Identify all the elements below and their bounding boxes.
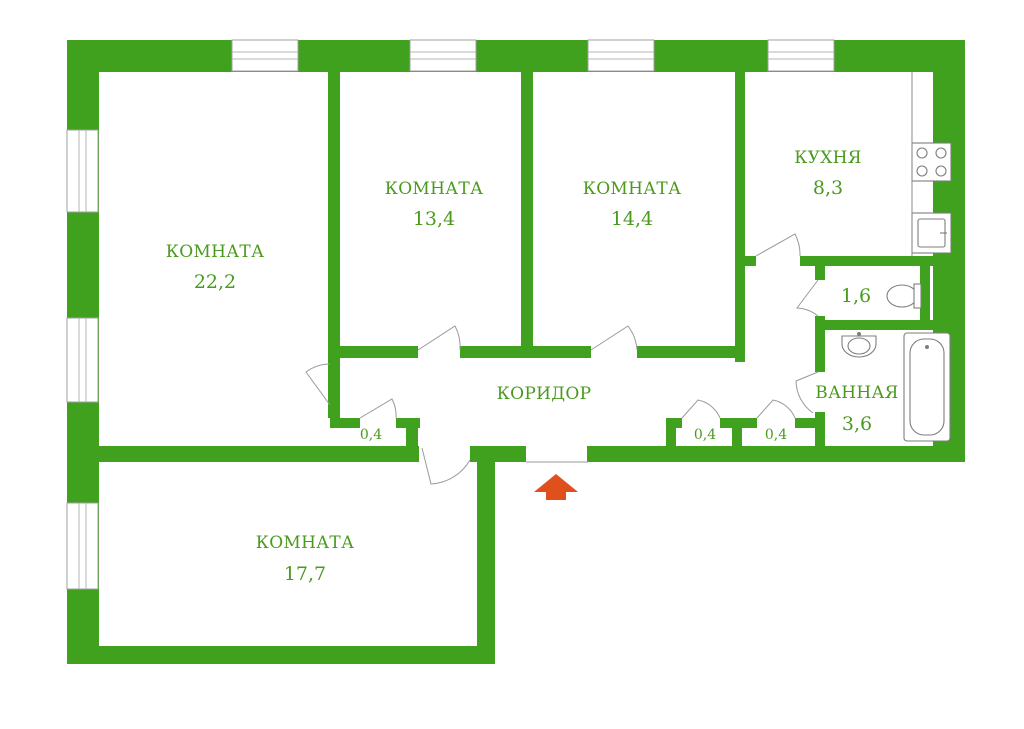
outer-wall-lower-right xyxy=(477,446,495,664)
kitchen-area: 8,3 xyxy=(813,177,843,199)
partition-toilet-inner xyxy=(920,262,930,328)
partition-bath-left-mid xyxy=(815,316,825,372)
kitchen-sink-icon xyxy=(911,212,952,254)
entrance-arrow-icon xyxy=(534,474,578,500)
closet-1-area: 0,4 xyxy=(360,427,382,443)
labels: КОМНАТА 22,2 КОМНАТА 13,4 КОМНАТА 14,4 К… xyxy=(166,148,899,585)
room-c-name: КОМНАТА xyxy=(583,179,682,199)
room-b-name: КОМНАТА xyxy=(385,179,484,199)
partition-corridor-top-mid xyxy=(460,346,591,358)
partition-corridor-top-right xyxy=(637,346,745,358)
door-toilet xyxy=(796,279,819,317)
closet-1-right xyxy=(406,418,418,458)
window-top-1 xyxy=(231,39,299,72)
bathtub-icon xyxy=(903,332,951,442)
partition-room-b-c xyxy=(521,72,533,358)
entrance-jamb-left xyxy=(470,446,526,462)
doors xyxy=(305,233,819,485)
room-c-area: 14,4 xyxy=(611,208,653,230)
window-left-3 xyxy=(66,502,99,590)
room-a-area: 22,2 xyxy=(194,271,236,293)
bathroom-name: ВАННАЯ xyxy=(815,383,898,403)
door-bathroom xyxy=(795,371,819,414)
window-top-3 xyxy=(587,39,655,72)
partition-room-c-kitchen xyxy=(735,72,745,362)
partition-bath-left-low xyxy=(815,412,825,458)
window-left-2 xyxy=(66,317,99,403)
window-left-1 xyxy=(66,129,99,213)
room-b-area: 13,4 xyxy=(413,208,455,230)
door-closet-1 xyxy=(359,398,397,419)
door-closet-3 xyxy=(756,399,796,419)
door-room-b xyxy=(417,325,461,351)
stove-icon xyxy=(911,142,952,182)
toilet-icon xyxy=(886,283,922,309)
closet-2-3-divider xyxy=(732,418,742,458)
partition-room-a-b xyxy=(328,72,340,418)
washbasin-icon xyxy=(841,332,877,358)
partition-corridor-top-left xyxy=(330,346,418,358)
corridor-name: КОРИДОР xyxy=(497,384,592,404)
partition-kitchen-bottom-left xyxy=(740,256,756,266)
closet-2-area: 0,4 xyxy=(694,427,716,443)
outer-wall-bottom-right xyxy=(587,446,965,462)
walls xyxy=(67,40,965,664)
closet-2-left xyxy=(666,418,676,458)
outer-wall-bottom xyxy=(67,646,495,664)
closet-1-top xyxy=(330,418,360,428)
door-room-c xyxy=(590,325,638,351)
partition-bath-left xyxy=(815,262,825,280)
room-d-name: КОМНАТА xyxy=(256,533,355,553)
kitchen-name: КУХНЯ xyxy=(794,148,862,168)
bathroom-area: 3,6 xyxy=(842,413,872,435)
window-top-2 xyxy=(409,39,477,72)
room-d-area: 17,7 xyxy=(284,563,326,585)
room-a-name: КОМНАТА xyxy=(166,242,265,262)
closet-3-area: 0,4 xyxy=(765,427,787,443)
toilet-area: 1,6 xyxy=(841,285,871,307)
partition-kitchen-bottom-right xyxy=(800,256,965,266)
partition-toilet-bath xyxy=(815,320,933,330)
window-top-4 xyxy=(767,39,835,72)
windows xyxy=(66,39,835,590)
door-closet-2 xyxy=(681,399,721,419)
door-room-a xyxy=(305,363,331,406)
partition-middle-left xyxy=(67,446,419,462)
closet-3-top-right xyxy=(795,418,815,428)
door-kitchen xyxy=(755,233,801,257)
door-room-d xyxy=(421,447,471,485)
closet-2-top-left xyxy=(666,418,682,428)
